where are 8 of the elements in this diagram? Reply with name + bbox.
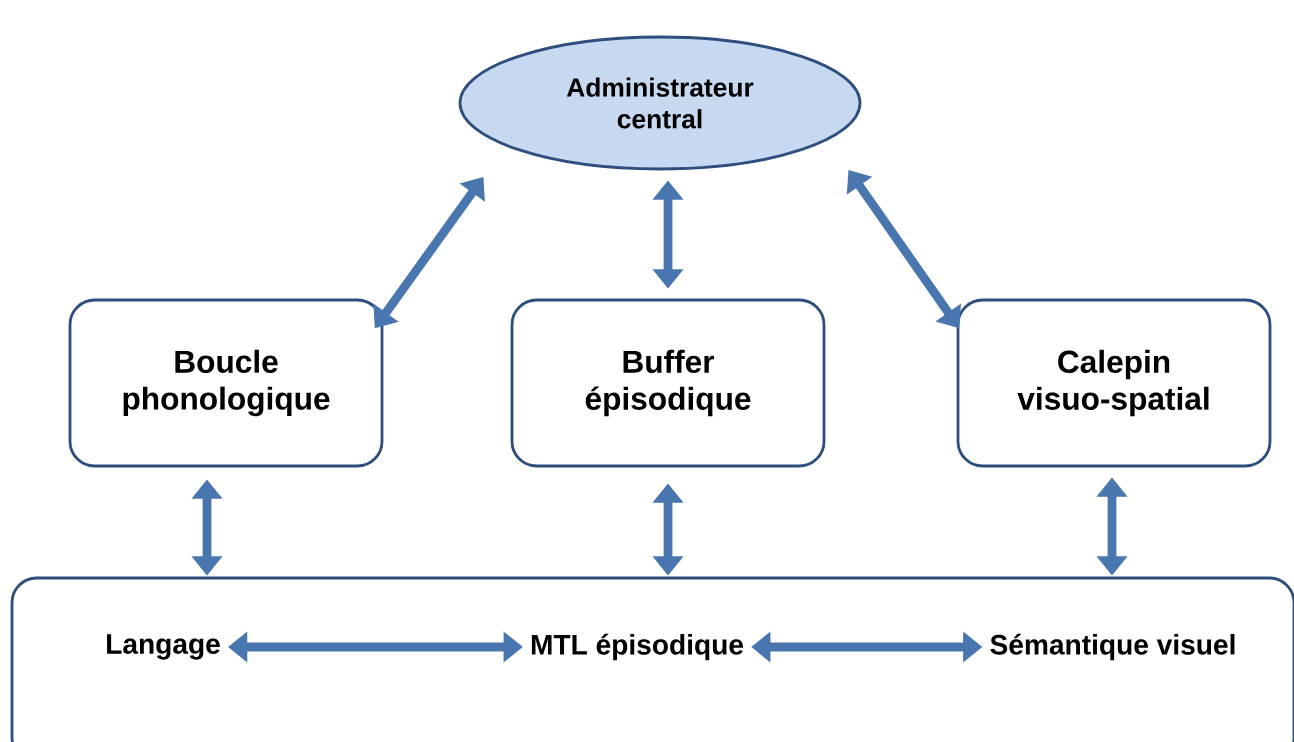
node-text: MTL épisodique	[531, 633, 744, 661]
node-text: Sémantique visuel	[990, 633, 1235, 661]
process-box: Calepin visuo-spatial	[956, 298, 1272, 468]
memory-box	[10, 576, 1294, 742]
process-box: Buffer épisodique	[510, 298, 826, 468]
node-text: Langage	[107, 634, 220, 660]
process-box: Boucle phonologique	[68, 298, 384, 468]
ellipse-node: Administrateur central	[458, 35, 862, 171]
